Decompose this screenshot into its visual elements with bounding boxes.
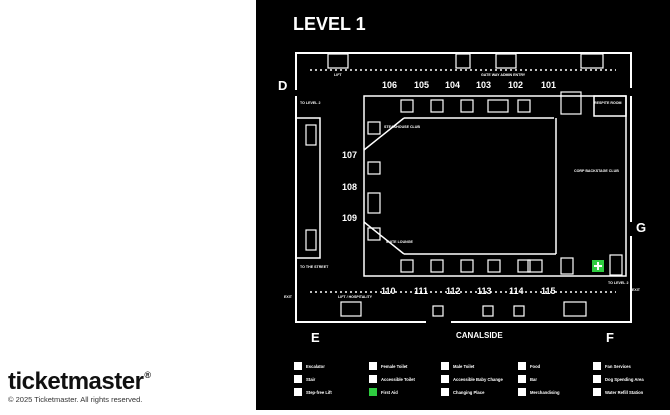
male-toilet-icon — [441, 362, 449, 370]
legend-label: Bar — [530, 377, 537, 382]
respite-label: RESPITE ROOM — [594, 101, 622, 105]
entrance-d[interactable]: D — [278, 78, 287, 93]
ticketmaster-logo: ticketmaster® — [8, 368, 151, 395]
food-icon — [518, 362, 526, 370]
info-icon — [593, 362, 601, 370]
canalside-label: CANALSIDE — [456, 331, 503, 340]
legend-label: Escalator — [306, 364, 325, 369]
gate-102[interactable]: 102 — [508, 80, 523, 90]
legend-label: First Aid — [381, 390, 398, 395]
exit-label-right: EXIT — [632, 288, 641, 292]
stair-icon — [294, 375, 302, 383]
bar-icon — [518, 375, 526, 383]
steakhouse-label: STEAKHOUSE CLUB — [384, 125, 420, 129]
gate-105[interactable]: 105 — [414, 80, 429, 90]
corp-backstage-label: CORP BACKSTAGE CLUB — [574, 169, 619, 173]
lift-label: LIFT — [334, 73, 342, 77]
concourse-outline — [295, 69, 627, 293]
legend-label: Water Refill Station — [605, 390, 644, 395]
lift-hospitality-label: LIFT / HOSPITALITY — [338, 295, 373, 299]
baby-change-icon — [441, 375, 449, 383]
gate-101[interactable]: 101 — [541, 80, 556, 90]
dog-area-icon — [593, 375, 601, 383]
gate-114[interactable]: 114 — [509, 286, 524, 296]
legend-label: Merchandising — [530, 390, 560, 395]
gate-106[interactable]: 106 — [382, 80, 397, 90]
water-refill-icon — [593, 388, 601, 396]
gate-107[interactable]: 107 — [342, 150, 357, 160]
gate-104[interactable]: 104 — [445, 80, 460, 90]
legend-label: Dog Spending Area — [605, 377, 644, 382]
facility-icons — [305, 53, 623, 317]
merchandise-icon — [518, 388, 526, 396]
suite-lounge-label: SUITE LOUNGE — [386, 240, 414, 244]
level-title: LEVEL 1 — [293, 14, 366, 34]
exit-label-left: EXIT — [284, 295, 293, 299]
accessible-toilet-icon — [369, 375, 377, 383]
lift-icon — [294, 388, 302, 396]
gate-way-label: GATE WAY ADMIN ENTRY — [481, 73, 526, 77]
gate-112[interactable]: 112 — [446, 286, 461, 296]
first-aid-icon[interactable] — [592, 260, 604, 272]
legend-label: Changing Place — [453, 390, 485, 395]
gate-111[interactable]: 111 — [414, 286, 428, 296]
gate-110[interactable]: 110 — [381, 286, 396, 296]
gate-113[interactable]: 113 — [477, 286, 492, 296]
legend-label: Accessible Toilet — [381, 377, 416, 382]
gate-103[interactable]: 103 — [476, 80, 491, 90]
legend-label: Male Toilet — [453, 364, 475, 369]
changing-place-icon — [441, 388, 449, 396]
legend-label: Food — [530, 364, 541, 369]
female-toilet-icon — [369, 362, 377, 370]
to-level-2-right: TO LEVEL 2 — [608, 281, 628, 285]
legend-label: Step-free Lift — [306, 390, 332, 395]
top-gates: 106 105 104 103 102 101 — [382, 80, 556, 90]
entrance-g[interactable]: G — [636, 220, 646, 235]
legend-label: Stair — [306, 377, 316, 382]
to-the-street-label: TO THE STREET — [300, 265, 329, 269]
legend-label: Accessible Baby Change — [453, 377, 503, 382]
gate-109[interactable]: 109 — [342, 213, 357, 223]
venue-map: LEVEL 1 D E F G 106 105 104 103 102 101 … — [256, 0, 670, 410]
to-level-2-left: TO LEVEL 2 — [300, 101, 320, 105]
first-aid-icon — [369, 388, 377, 396]
entrance-f[interactable]: F — [606, 330, 614, 345]
entrance-e[interactable]: E — [311, 330, 320, 345]
legend-label: Fan Services — [605, 364, 632, 369]
copyright-text: © 2025 Ticketmaster. All rights reserved… — [8, 395, 143, 404]
escalator-icon — [294, 362, 302, 370]
gate-115[interactable]: 115 — [541, 286, 556, 296]
legend-label: Female Toilet — [381, 364, 408, 369]
gate-108[interactable]: 108 — [342, 182, 357, 192]
